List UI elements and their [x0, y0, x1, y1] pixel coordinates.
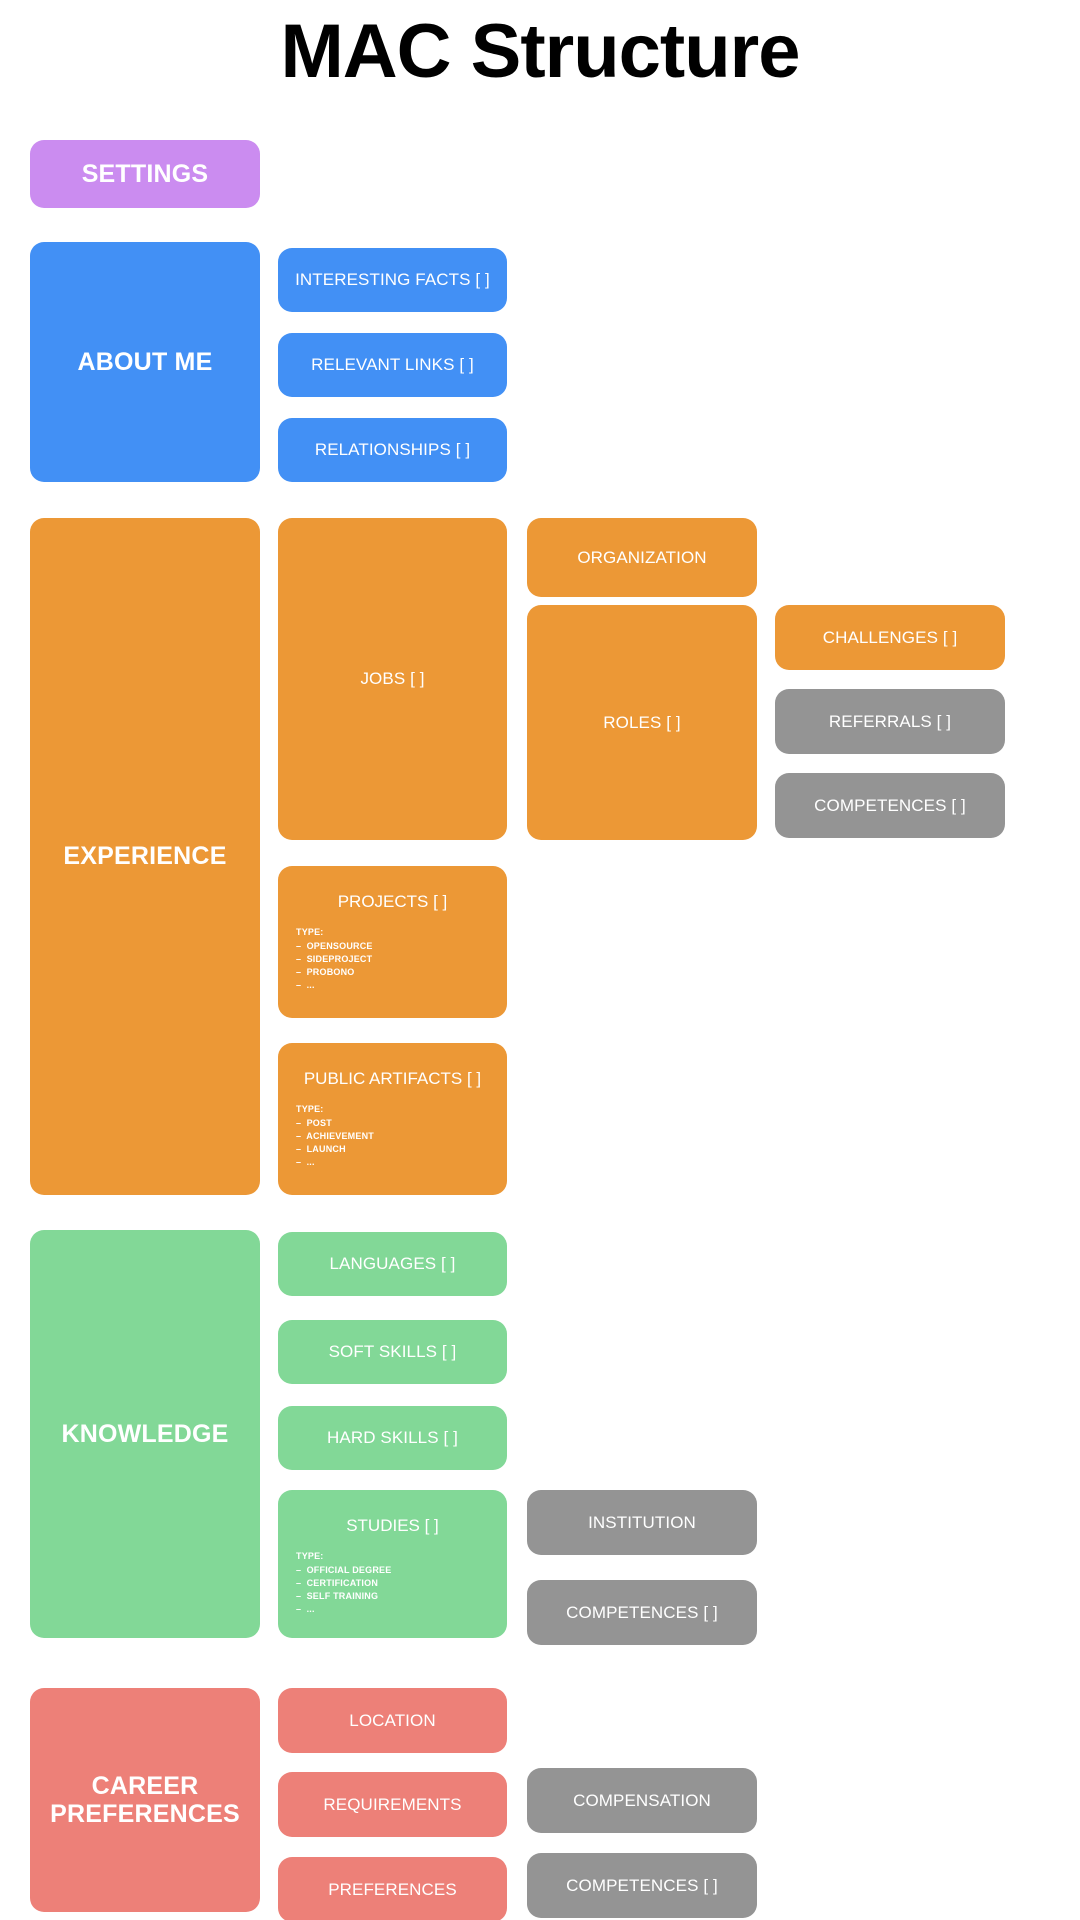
page-title: MAC Structure	[280, 9, 800, 94]
artifacts-type-item: – ACHIEVEMENT	[296, 1131, 374, 1142]
studies-type-label: TYPE:	[296, 1551, 324, 1561]
node-requirements[interactable]: REQUIREMENTS	[278, 1772, 507, 1837]
studies-type-item: – CERTIFICATION	[296, 1578, 379, 1589]
studies-type-item: – OFFICIAL DEGREE	[296, 1565, 392, 1576]
career-preferences-label: CAREER PREFERENCES	[50, 1772, 240, 1829]
node-relevant-links[interactable]: RELEVANT LINKS [ ]	[278, 333, 507, 397]
node-hard-skills[interactable]: HARD SKILLS [ ]	[278, 1406, 507, 1470]
node-competences-roles[interactable]: COMPETENCES [ ]	[775, 773, 1005, 838]
node-experience[interactable]: EXPERIENCE	[30, 518, 260, 1195]
studies-type-item: – SELF TRAINING	[296, 1591, 379, 1602]
projects-type-label: TYPE:	[296, 927, 324, 937]
node-settings[interactable]: SETTINGS	[30, 140, 260, 208]
node-preferences[interactable]: PREFERENCES	[278, 1857, 507, 1920]
node-referrals[interactable]: REFERRALS [ ]	[775, 689, 1005, 754]
career-preferences-label-line1: CAREER	[91, 1771, 199, 1800]
projects-type-item: – SIDEPROJECT	[296, 954, 373, 965]
node-career-preferences[interactable]: CAREER PREFERENCES	[30, 1688, 260, 1912]
node-knowledge[interactable]: KNOWLEDGE	[30, 1230, 260, 1638]
artifacts-type-item: – POST	[296, 1118, 332, 1129]
node-studies[interactable]: STUDIES [ ] TYPE: – OFFICIAL DEGREE – CE…	[278, 1490, 507, 1638]
node-challenges[interactable]: CHALLENGES [ ]	[775, 605, 1005, 670]
node-compensation[interactable]: COMPENSATION	[527, 1768, 757, 1833]
node-jobs[interactable]: JOBS [ ]	[278, 518, 507, 840]
node-roles[interactable]: ROLES [ ]	[527, 605, 757, 840]
artifacts-type-item: – LAUNCH	[296, 1144, 346, 1155]
artifacts-type-item: – ...	[296, 1157, 315, 1168]
node-about-me[interactable]: ABOUT ME	[30, 242, 260, 482]
node-soft-skills[interactable]: SOFT SKILLS [ ]	[278, 1320, 507, 1384]
projects-type-list: TYPE: – OPENSOURCE – SIDEPROJECT – PROBO…	[296, 926, 507, 992]
artifacts-type-list: TYPE: – POST – ACHIEVEMENT – LAUNCH – ..…	[296, 1103, 507, 1169]
career-preferences-label-line2: PREFERENCES	[50, 1800, 240, 1828]
node-interesting-facts[interactable]: INTERESTING FACTS [ ]	[278, 248, 507, 312]
node-studies-label: STUDIES [ ]	[346, 1516, 439, 1535]
studies-type-list: TYPE: – OFFICIAL DEGREE – CERTIFICATION …	[296, 1550, 507, 1616]
node-public-artifacts[interactable]: PUBLIC ARTIFACTS [ ] TYPE: – POST – ACHI…	[278, 1043, 507, 1195]
node-competences-preferences[interactable]: COMPETENCES [ ]	[527, 1853, 757, 1918]
node-location[interactable]: LOCATION	[278, 1688, 507, 1753]
node-projects[interactable]: PROJECTS [ ] TYPE: – OPENSOURCE – SIDEPR…	[278, 866, 507, 1018]
node-public-artifacts-label: PUBLIC ARTIFACTS [ ]	[303, 1069, 482, 1088]
node-institution[interactable]: INSTITUTION	[527, 1490, 757, 1555]
projects-type-item: – ...	[296, 980, 315, 991]
artifacts-type-label: TYPE:	[296, 1104, 324, 1114]
studies-type-item: – ...	[296, 1604, 315, 1615]
node-relationships[interactable]: RELATIONSHIPS [ ]	[278, 418, 507, 482]
node-competences-studies[interactable]: COMPETENCES [ ]	[527, 1580, 757, 1645]
node-projects-label: PROJECTS [ ]	[337, 892, 448, 911]
node-languages[interactable]: LANGUAGES [ ]	[278, 1232, 507, 1296]
projects-type-item: – OPENSOURCE	[296, 941, 373, 952]
node-organization[interactable]: ORGANIZATION	[527, 518, 757, 597]
projects-type-item: – PROBONO	[296, 967, 355, 978]
